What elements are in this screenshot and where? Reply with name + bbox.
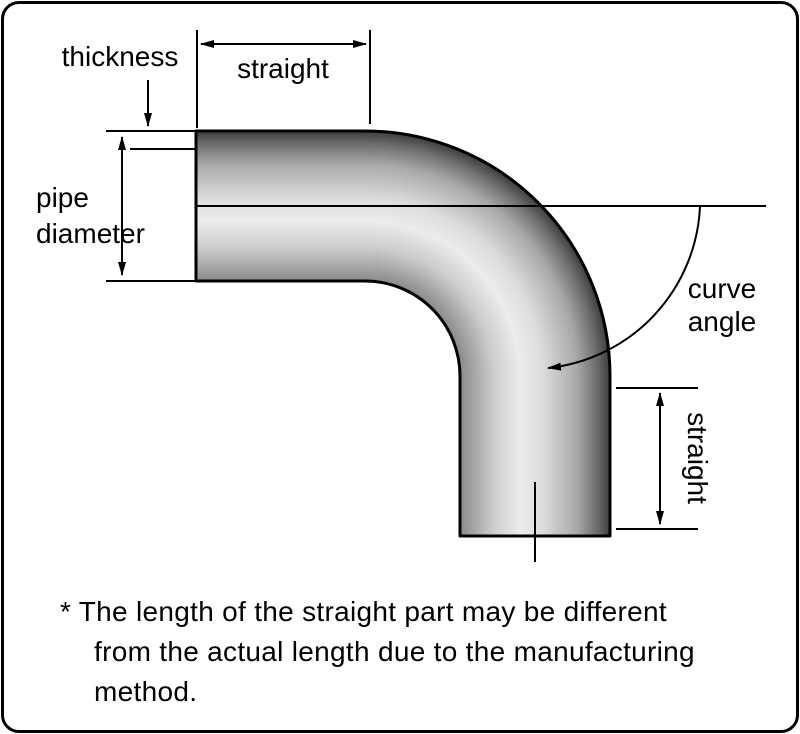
pipe-outline [194,129,612,538]
curve-angle-label-line1: curve [688,273,756,304]
annotation-curve-angle: curve angle [547,205,757,371]
dimension-pipe-diameter: pipe diameter [36,136,196,282]
footnote-line-3: method. [94,676,198,707]
pipe-bend-segment [365,131,610,376]
curve-angle-arc-arrow [547,205,701,371]
thickness-label: thickness [62,41,179,72]
pipe-elbow-graphic [194,129,612,538]
dimension-thickness: thickness [62,41,196,150]
curve-angle-label-line2: angle [688,306,757,337]
footnote-line-1: * The length of the straight part may be… [60,596,667,627]
footnote: * The length of the straight part may be… [60,592,695,712]
straight-right-label: straight [682,412,713,504]
footnote-line-2: from the actual length due to the manufa… [94,636,695,667]
pipe-diameter-label-line2: diameter [36,218,145,249]
straight-top-label: straight [237,53,329,84]
dimension-straight-top: straight [196,30,371,128]
pipe-diameter-label-line1: pipe [36,182,89,213]
dimension-straight-right: straight [616,387,713,530]
